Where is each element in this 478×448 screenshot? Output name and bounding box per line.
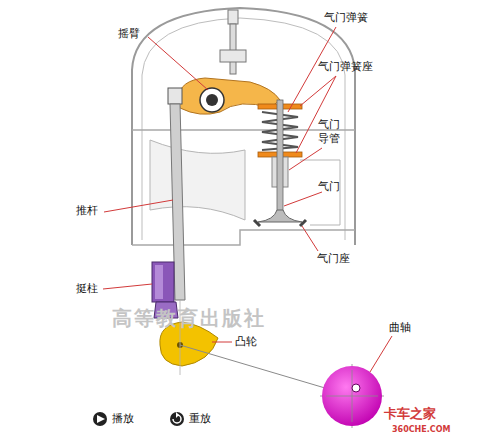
button-label: 播放 [112, 412, 134, 426]
button-label: 重放 [189, 412, 211, 426]
part-label: 摇臂 [118, 27, 140, 41]
part-label: 推杆 [76, 204, 98, 218]
part-label: 气门 [318, 180, 340, 194]
watermark: 卡车之家 [384, 406, 436, 423]
part-label: 气门弹簧座 [318, 60, 373, 74]
watermark: 360CHE.COM [392, 425, 450, 435]
part-label: 气门弹簧 [324, 11, 368, 25]
part-label: 挺柱 [76, 282, 98, 296]
part-label: 凸轮 [235, 335, 257, 349]
watermark: 高等教育出版社 [112, 305, 266, 332]
part-label: 曲轴 [389, 321, 411, 335]
part-label: 气门座 [317, 252, 350, 266]
part-label: 气门 导管 [318, 118, 342, 147]
